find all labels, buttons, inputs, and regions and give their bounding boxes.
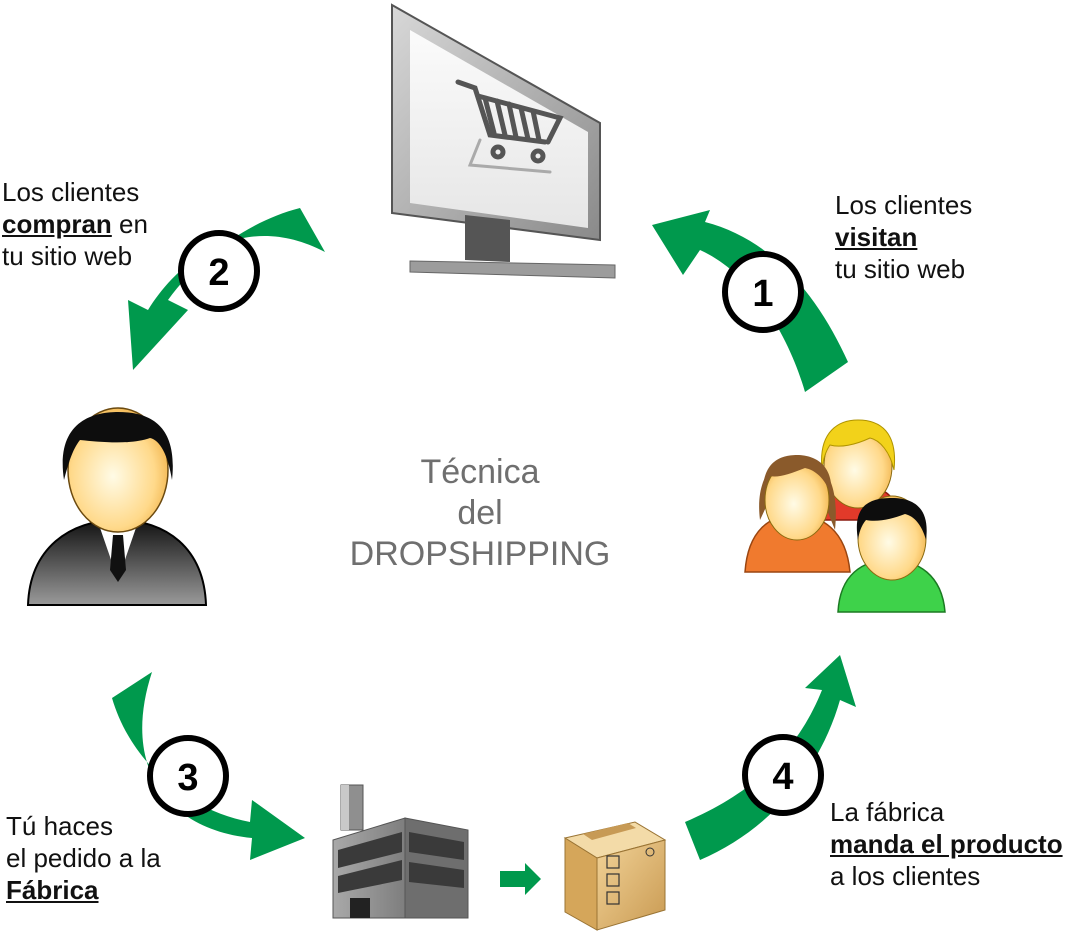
step-number-2: 2 (208, 252, 229, 294)
merchant-person-icon (26, 407, 208, 606)
step-4-text-em: manda el producto (830, 829, 1063, 859)
step-number-3: 3 (177, 757, 198, 799)
diagram-title: Técnica del DROPSHIPPING (300, 452, 660, 575)
step-1-text-post: tu sitio web (835, 254, 966, 284)
arrow-step-4 (685, 655, 856, 860)
step-circle-1: 1 (722, 251, 804, 333)
step-3-text-pre: Tú haces (6, 811, 113, 841)
step-2-text-pre: Los clientes (2, 177, 140, 207)
step-circle-3: 3 (147, 735, 229, 817)
arrow-step-3 (112, 672, 305, 860)
step-circle-2: 2 (178, 230, 260, 312)
title-line-2: del (457, 494, 503, 532)
title-line-3: DROPSHIPPING (349, 535, 611, 573)
shipping-box-icon (563, 821, 667, 931)
step-number-4: 4 (772, 756, 793, 798)
step-2-label: Los clientes compran en tu sitio web (2, 176, 148, 272)
step-2-text-post: tu sitio web (2, 241, 133, 271)
cycle-arrows (112, 208, 856, 895)
step-1-label: Los clientes visitan tu sitio web (835, 189, 972, 285)
step-3-label: Tú haces el pedido a la Fábrica (6, 810, 161, 906)
step-4-text-post: a los clientes (830, 861, 981, 891)
customers-group-icon (744, 419, 946, 613)
step-1-text-pre: Los clientes (835, 190, 973, 220)
arrow-factory-to-box (500, 863, 541, 895)
arrow-step-2 (128, 208, 325, 370)
step-circle-4: 4 (742, 734, 824, 816)
computer-monitor-icon (391, 3, 616, 279)
shopping-cart-icon (455, 79, 564, 174)
step-4-text-pre: La fábrica (830, 797, 945, 827)
step-3-text-em: Fábrica (6, 875, 99, 905)
factory-icon (332, 784, 469, 919)
step-1-text-em: visitan (835, 222, 918, 252)
step-2-text-mid: en (119, 209, 148, 239)
step-number-1: 1 (752, 273, 773, 315)
step-3-text-mid: el pedido a la (6, 843, 161, 873)
arrow-step-1 (652, 210, 848, 392)
step-2-text-em: compran (2, 209, 112, 239)
step-4-label: La fábrica manda el producto a los clien… (830, 796, 1063, 892)
title-line-1: Técnica (420, 453, 540, 491)
